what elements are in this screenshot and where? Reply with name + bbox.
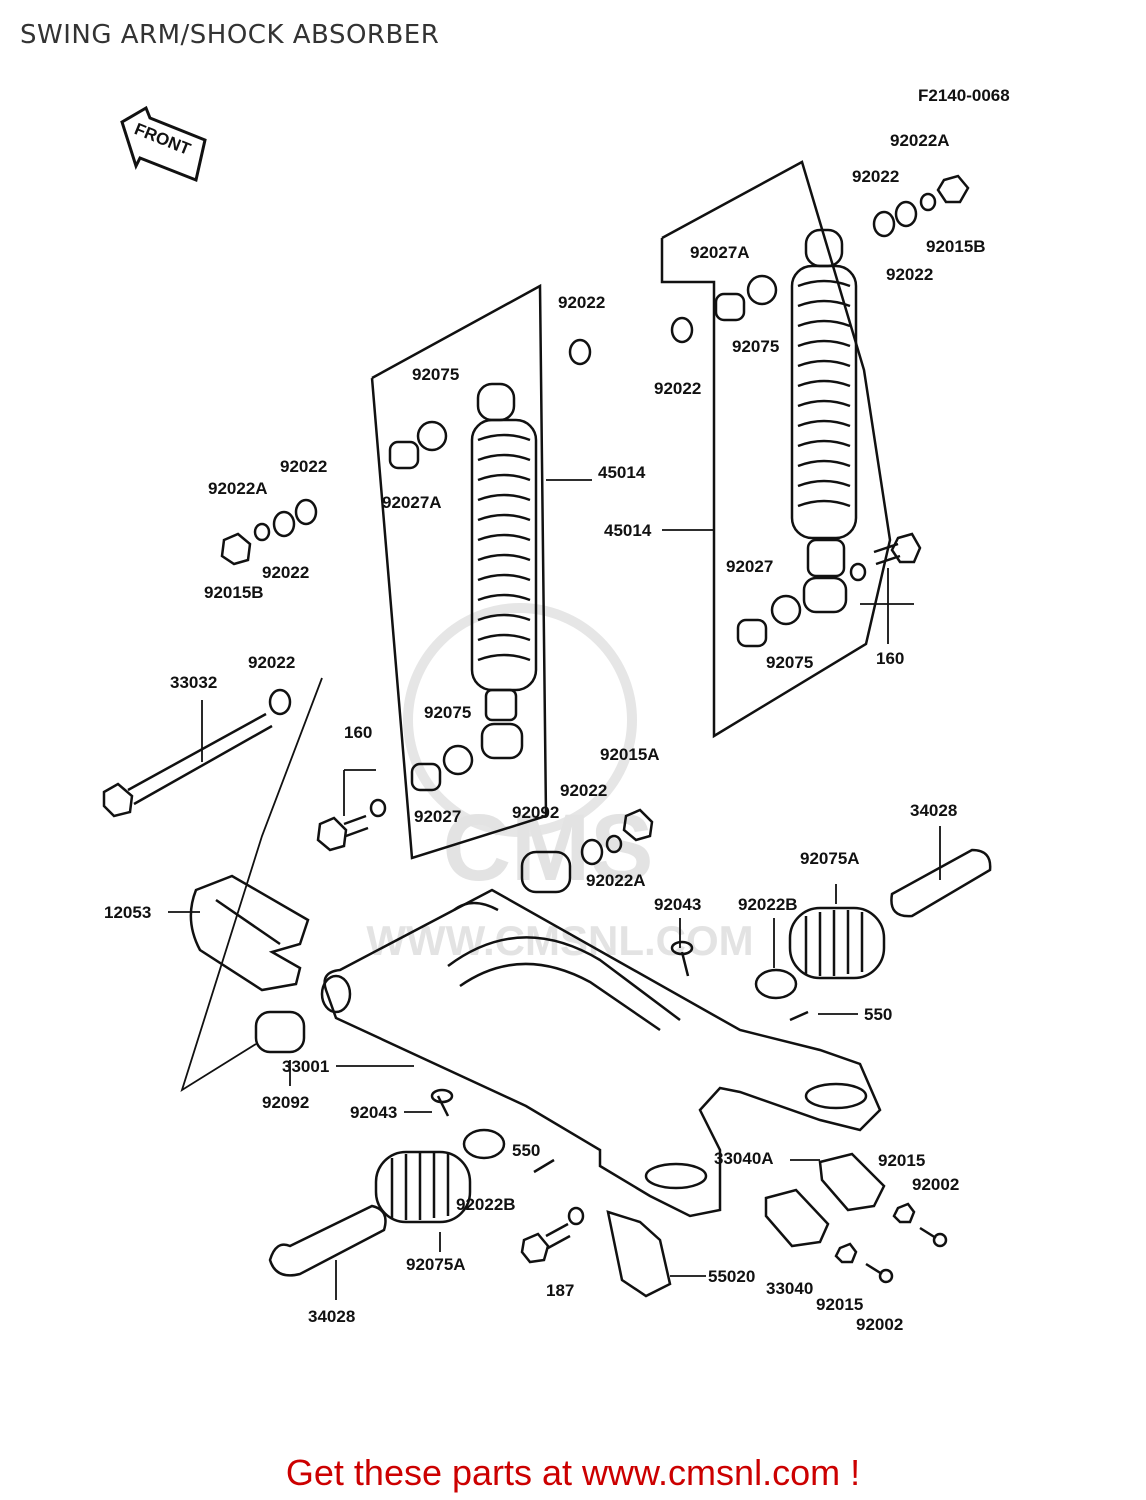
part-label: 33001 — [282, 1057, 329, 1076]
part-label: 160 — [344, 723, 372, 742]
part-label: 550 — [864, 1005, 892, 1024]
part-label: 34028 — [910, 801, 957, 820]
part-label: 92092 — [262, 1093, 309, 1112]
part-label: 92075 — [424, 703, 471, 722]
part-label: 550 — [512, 1141, 540, 1160]
part-label: 92027A — [382, 493, 442, 512]
part-label: 92022A — [208, 479, 268, 498]
part-label: 45014 — [604, 521, 652, 540]
page-title: SWING ARM/SHOCK ABSORBER — [20, 20, 440, 50]
part-label: 92015 — [816, 1295, 863, 1314]
front-arrow-icon: FRONT — [120, 105, 207, 183]
part-label: 92022A — [586, 871, 646, 890]
left-shock-absorber — [470, 382, 538, 760]
part-label: 55020 — [708, 1267, 755, 1286]
part-label: 92092 — [512, 803, 559, 822]
chain-slider-12053 — [189, 874, 310, 992]
part-label: 92022B — [456, 1195, 516, 1214]
part-label: 160 — [876, 649, 904, 668]
part-label: 92002 — [856, 1315, 903, 1334]
part-label: 92022 — [558, 293, 605, 312]
part-label: 92075 — [412, 365, 459, 384]
part-label: 92022 — [560, 781, 607, 800]
watermark: CMS WWW.CMSNL.COM — [366, 603, 754, 964]
part-label: 92075 — [766, 653, 813, 672]
part-label: 45014 — [598, 463, 646, 482]
line-art — [102, 160, 992, 1298]
part-label: 92022B — [738, 895, 798, 914]
part-label: 92075A — [800, 849, 860, 868]
part-label: 92015A — [600, 745, 660, 764]
part-label: 33032 — [170, 673, 217, 692]
part-label: 92043 — [654, 895, 701, 914]
figure-code: F2140-0068 — [918, 86, 1010, 105]
part-label: 92015B — [204, 583, 264, 602]
part-label: 92027A — [690, 243, 750, 262]
watermark-url: WWW.CMSNL.COM — [366, 917, 753, 964]
part-label: 92015B — [926, 237, 986, 256]
part-label: 92022 — [886, 265, 933, 284]
part-label: 92027 — [726, 557, 773, 576]
part-label: 92002 — [912, 1175, 959, 1194]
part-label: 33040A — [714, 1149, 774, 1168]
watermark-brand: CMS — [442, 795, 653, 901]
part-label: 92022A — [890, 131, 950, 150]
part-label: 92022 — [654, 379, 701, 398]
part-label: 92022 — [262, 563, 309, 582]
part-label: 92015 — [878, 1151, 925, 1170]
part-label: 92027 — [414, 807, 461, 826]
part-label: 187 — [546, 1281, 574, 1300]
part-label: 92022 — [852, 167, 899, 186]
part-labels: 92022A 92022 92015B 92022 92027A 92022 9… — [104, 131, 986, 1334]
part-label: 92022 — [280, 457, 327, 476]
right-shock-absorber — [790, 228, 858, 614]
swing-arm-33001 — [320, 888, 882, 1218]
buy-parts-link[interactable]: Get these parts at www.cmsnl.com ! — [285, 1452, 861, 1493]
part-label: 12053 — [104, 903, 151, 922]
right-shock-group-outline — [660, 160, 892, 739]
part-label: 92022 — [248, 653, 295, 672]
leader-lines — [168, 479, 941, 1300]
part-label: 92075A — [406, 1255, 466, 1274]
pivot-bolt-33032 — [102, 688, 292, 818]
part-label: 33040 — [766, 1279, 813, 1298]
part-label: 92043 — [350, 1103, 397, 1122]
part-label: 92075 — [732, 337, 779, 356]
left-shock-group-outline — [370, 283, 548, 860]
part-label: 34028 — [308, 1307, 355, 1326]
